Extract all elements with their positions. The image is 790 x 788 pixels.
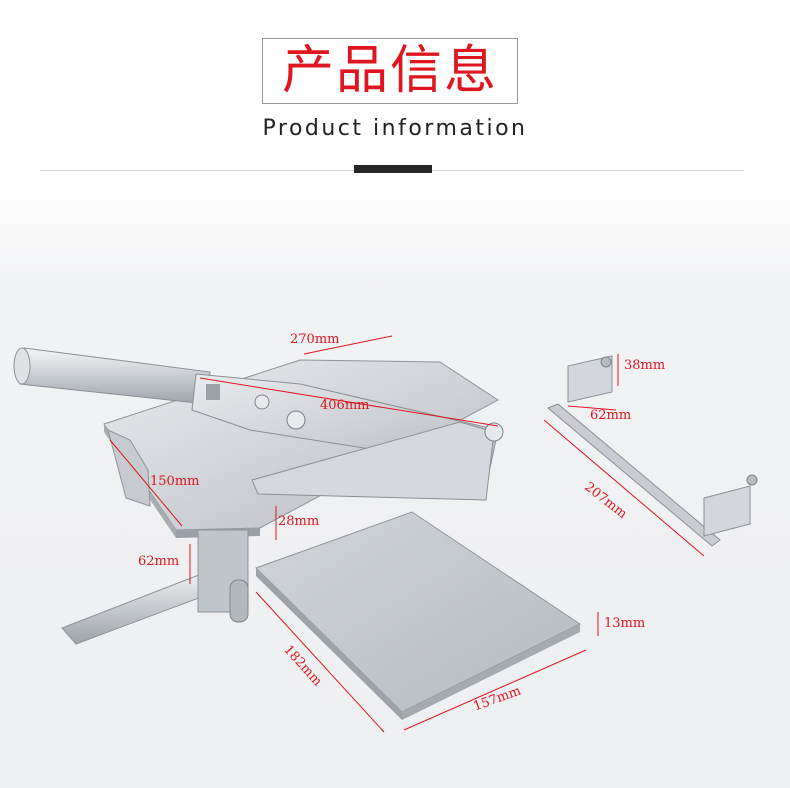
dim-label-270: 270mm [290,332,340,347]
dim-label-62-top: 62mm [590,408,632,423]
blade-assembly [191,373,504,501]
dim-label-62-foot: 62mm [138,554,180,569]
handle [13,347,211,405]
dim-label-28: 28mm [278,514,320,529]
dimension-lines [109,335,705,733]
divider-accent-bar [354,165,432,173]
title-box: 产品信息 [262,38,518,104]
dim-label-150: 150mm [150,474,200,489]
base-leg [107,429,151,507]
pan-holder [547,355,758,547]
dim-label-406: 406mm [320,398,370,413]
page-title: 产品信息 [281,41,498,101]
page-subtitle: Product information [262,116,528,141]
tray [255,511,581,720]
dim-label-13: 13mm [604,616,646,631]
support-pin [229,579,249,623]
dim-label-38: 38mm [624,358,666,373]
